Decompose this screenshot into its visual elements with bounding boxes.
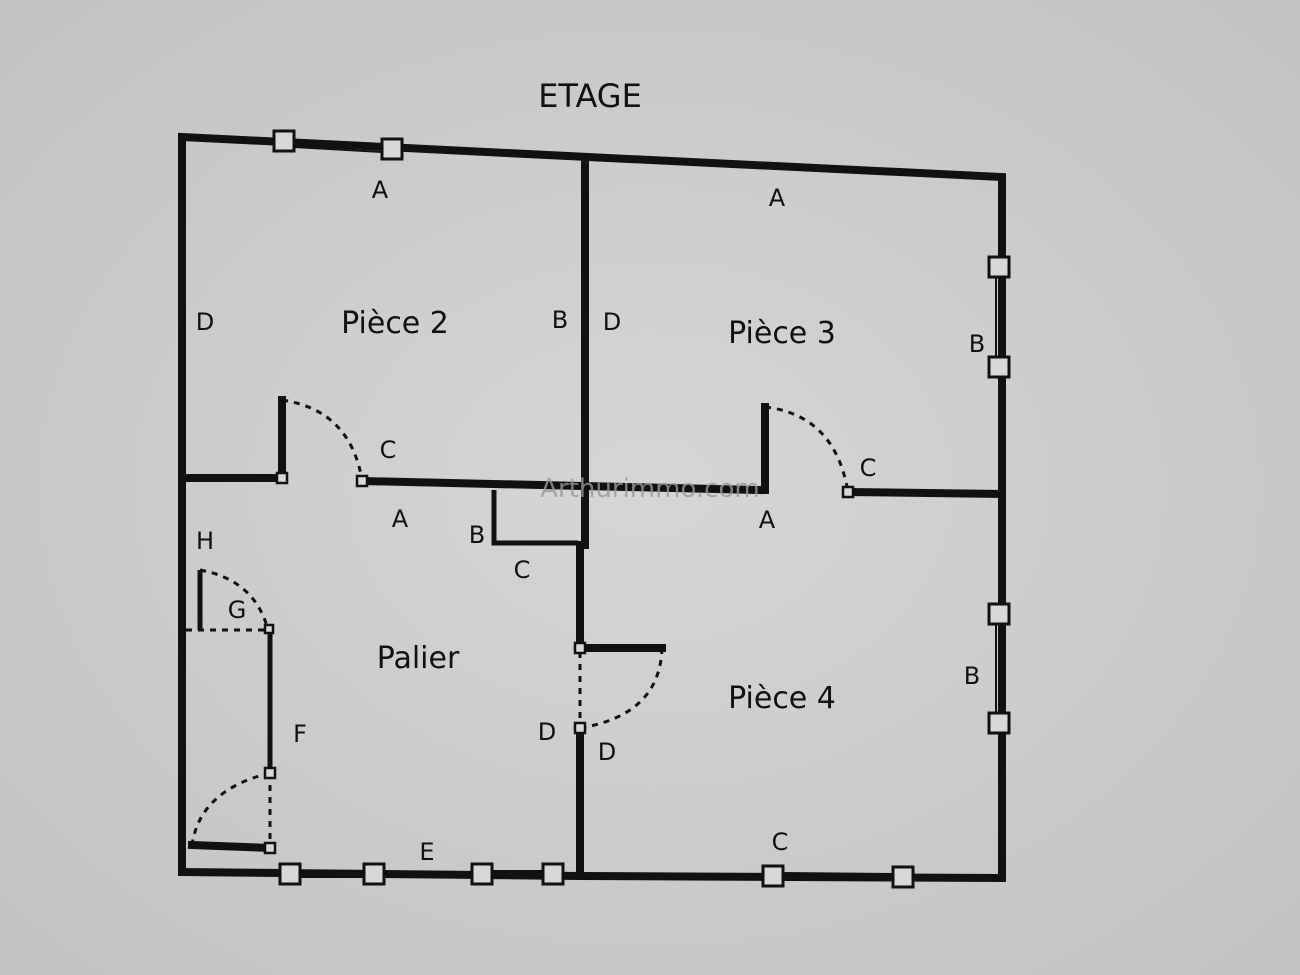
wall-labels: A D B C A D B C A B C H G F E D A D B C — [196, 176, 985, 866]
wall-label: B — [469, 521, 485, 549]
wall-end-nodes — [263, 471, 855, 855]
wall-label: B — [964, 662, 980, 690]
door-swings — [186, 398, 850, 848]
wall-label: H — [196, 527, 214, 555]
room-label-piece-4: Pièce 4 — [728, 681, 836, 716]
wall-label: A — [759, 506, 776, 534]
wall-label: D — [538, 718, 556, 746]
wall-label: C — [514, 556, 531, 584]
wall-label: B — [552, 306, 568, 334]
wall-label: D — [196, 308, 214, 336]
room-label-piece-3: Pièce 3 — [728, 316, 836, 351]
wall-label: A — [392, 505, 409, 533]
windows — [272, 129, 1011, 889]
wall-label: F — [293, 720, 307, 748]
wall-label: D — [603, 308, 621, 336]
plan-title: ETAGE — [538, 77, 642, 115]
watermark: Arthurimmo.com — [540, 474, 759, 504]
wall-label: E — [419, 838, 434, 866]
wall-label: G — [228, 596, 247, 624]
wall-label: C — [860, 454, 877, 482]
wall-label: D — [598, 738, 616, 766]
room-label-piece-2: Pièce 2 — [341, 306, 449, 341]
room-label-palier: Palier — [377, 641, 460, 676]
wall-label: A — [769, 184, 786, 212]
wall-label: B — [969, 330, 985, 358]
wall-label: C — [380, 436, 397, 464]
wall-label: C — [772, 828, 789, 856]
wall-label: A — [372, 176, 389, 204]
